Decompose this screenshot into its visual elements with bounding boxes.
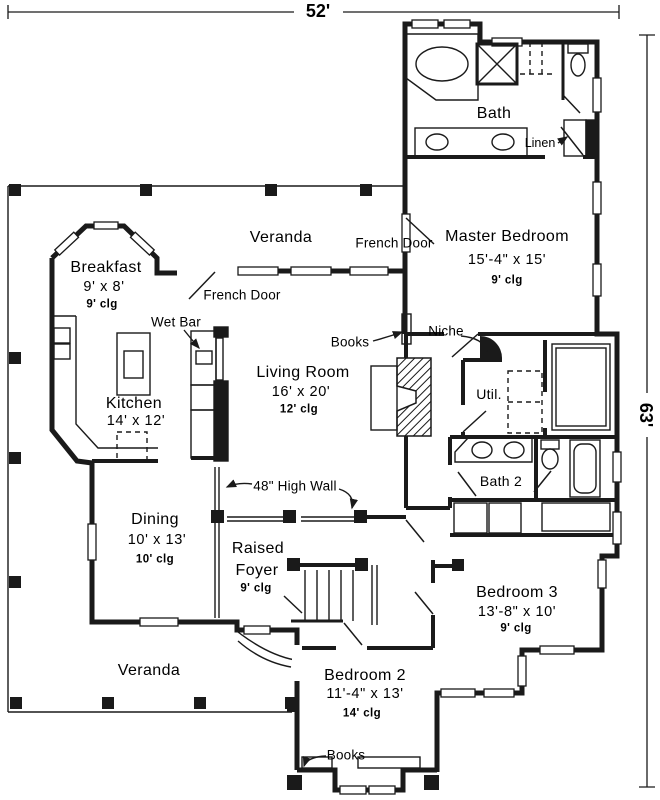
breakfast-ceiling: 9' clg <box>86 298 118 311</box>
books-living-arrow <box>372 331 404 342</box>
bath-closet <box>520 42 554 75</box>
util-label: Util. <box>476 386 502 402</box>
master-bedroom-dims: 15'-4" x 15' <box>467 251 547 268</box>
breakfast-label: Breakfast <box>70 259 142 276</box>
raised-foyer-label-line1: Raised <box>231 540 285 557</box>
bath2-label: Bath 2 <box>479 473 523 489</box>
master-bedroom-ceiling: 9' clg <box>491 274 523 287</box>
overall-depth-dimension: 63' <box>636 402 656 428</box>
living-room-dims: 16' x 20' <box>271 383 331 400</box>
windows <box>53 19 622 795</box>
niche-label: Niche <box>428 323 464 339</box>
bedroom2-label: Bedroom 2 <box>324 667 406 684</box>
annotation-arrows <box>183 136 569 768</box>
wall-openings <box>214 152 582 681</box>
dining-dims: 10' x 13' <box>127 531 187 548</box>
french-door-living-label: French Door <box>203 287 281 303</box>
french-door-master-label: French Door <box>355 235 433 251</box>
bedroom3-dims: 13'-8" x 10' <box>477 603 557 620</box>
niche-arrow <box>460 335 489 353</box>
raised-foyer-label-line2: Foyer <box>235 562 279 579</box>
fireplace <box>370 357 432 437</box>
books-bedroom2-label: Books <box>326 747 366 763</box>
bedroom2-dims: 11'-4" x 13' <box>326 685 404 702</box>
kitchen-counters <box>52 315 158 461</box>
wet-bar-arrow <box>183 329 200 350</box>
books-bedroom2-arrow <box>302 755 327 768</box>
wet-bar-pantry <box>190 326 229 462</box>
master-tub <box>415 46 469 82</box>
fixtures <box>52 33 611 769</box>
veranda-outline <box>7 185 405 713</box>
books-living-label: Books <box>330 334 370 350</box>
washer-dryer <box>507 370 543 434</box>
bath-label: Bath <box>476 105 512 122</box>
tub-platform <box>405 33 479 101</box>
dimension-lines <box>7 5 655 788</box>
veranda-posts <box>9 184 464 790</box>
high-wall-arrow-left <box>225 479 253 488</box>
dining-ceiling: 10' clg <box>135 553 175 566</box>
overall-width-dimension: 52' <box>305 1 331 21</box>
veranda-bottom-label: Veranda <box>117 662 181 679</box>
linen-wall <box>585 119 598 158</box>
master-bedroom-label: Master Bedroom <box>445 228 569 245</box>
high-wall-label: 48" High Wall <box>253 478 337 494</box>
bedroom2-ceiling: 14' clg <box>342 707 382 720</box>
vanity-master <box>414 127 528 157</box>
stairs <box>291 565 378 625</box>
toilet-bath2 <box>540 439 560 470</box>
bedroom3-label: Bedroom 3 <box>476 584 558 601</box>
breakfast-dims: 9' x 8' <box>83 278 125 295</box>
linen-arrow <box>557 136 569 146</box>
kitchen-dims: 14' x 12' <box>106 412 166 429</box>
master-closet-shelves <box>551 343 611 431</box>
raised-foyer-ceiling: 9' clg <box>240 582 272 595</box>
wet-bar-label: Wet Bar <box>151 314 201 330</box>
living-room-label: Living Room <box>256 364 350 381</box>
pony-walls <box>214 467 356 618</box>
veranda-top-label: Veranda <box>249 229 313 246</box>
bookshelf-living <box>401 313 412 345</box>
bedroom3-ceiling: 9' clg <box>500 622 532 635</box>
living-room-ceiling: 12' clg <box>279 403 319 416</box>
linen-label: Linen <box>524 135 556 150</box>
vanity-bath2 <box>454 437 533 463</box>
shower <box>475 42 519 86</box>
hall-closets <box>453 502 611 534</box>
toilet-master <box>561 42 589 100</box>
high-wall-arrow-right <box>338 488 359 510</box>
dining-label: Dining <box>131 511 179 528</box>
kitchen-label: Kitchen <box>105 395 163 412</box>
tub-bath2 <box>569 439 601 498</box>
